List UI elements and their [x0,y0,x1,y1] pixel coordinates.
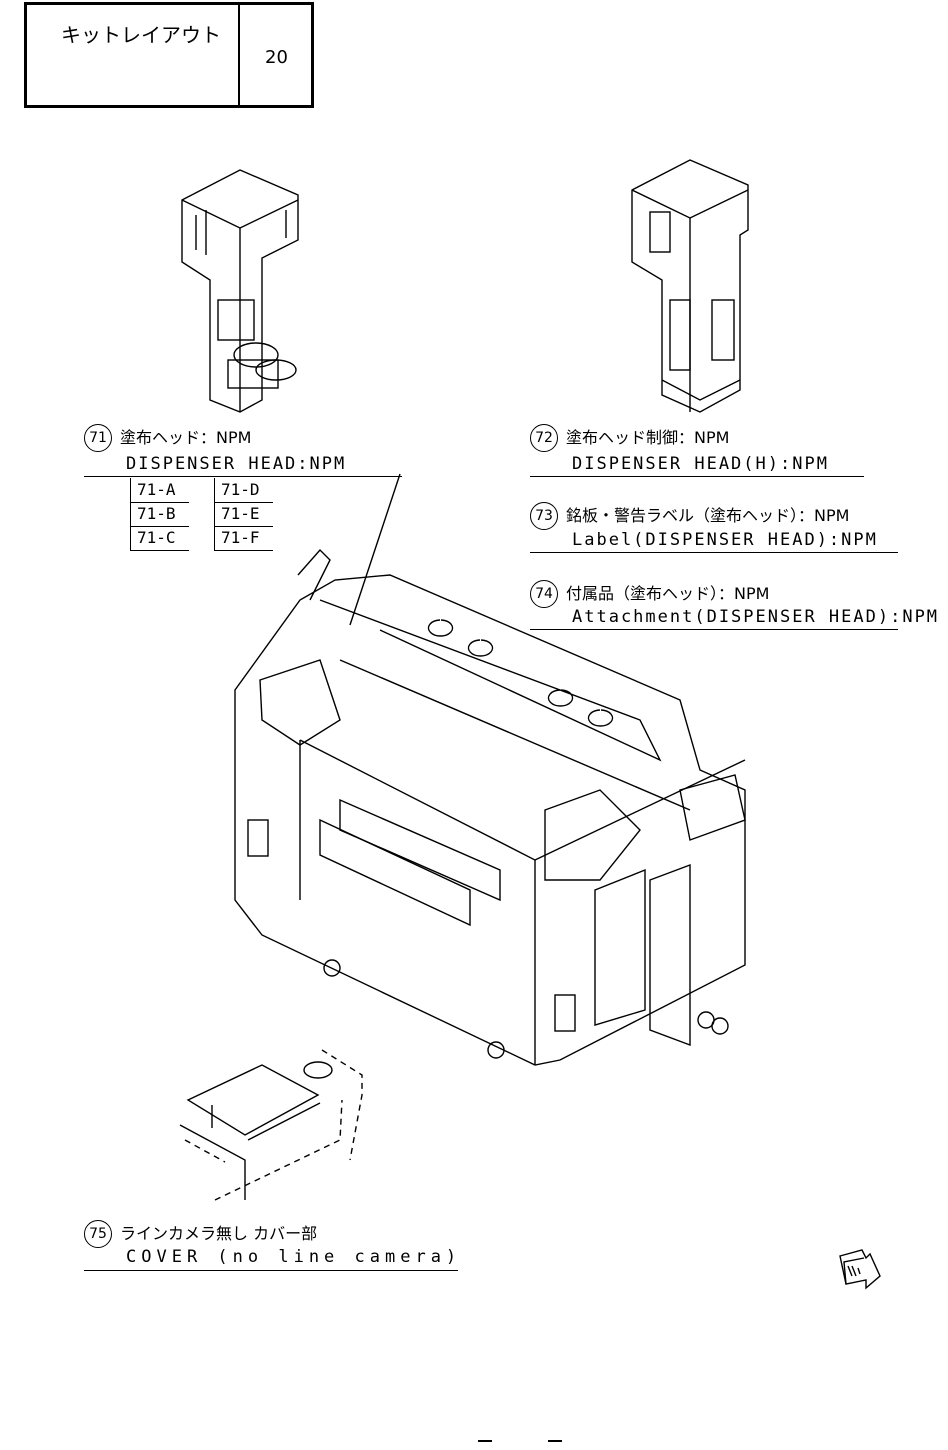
variant-cell: 71-C [130,526,189,551]
item-73-number: 73 [530,502,558,530]
item-74-en: Attachment(DISPENSER HEAD):NPM [572,607,939,627]
item-73-en: Label(DISPENSER HEAD):NPM [572,530,878,550]
item-75-en: COVER (no line camera) [126,1247,461,1267]
item-72-number: 72 [530,424,558,452]
item-75-number: 75 [84,1220,112,1248]
item-75-underline [84,1270,458,1271]
cover-75-drawing [180,1050,362,1200]
item-73-underline [530,552,898,553]
variant-cell: 71-D [214,478,273,503]
item-75-label: 75 ラインカメラ無し カバー部 [84,1220,317,1248]
fwd-arrow-icon[interactable] [836,1246,884,1292]
item-72-jp: 塗布ヘッド制御：NPM [566,428,729,447]
item-73-label: 73 銘板・警告ラベル（塗布ヘッド）：NPM [530,502,849,530]
main-machine-drawing [235,550,745,1065]
item-72-underline [530,476,864,477]
variant-cell: 71-A [130,478,189,503]
item-71-label: 71 塗布ヘッド：NPM [84,424,251,452]
dispenser-head-72-drawing [632,160,748,412]
page-marks [0,1436,948,1446]
item-74-number: 74 [530,580,558,608]
item-72-en: DISPENSER HEAD(H):NPM [572,454,829,474]
item-72-label: 72 塗布ヘッド制御：NPM [530,424,729,452]
dispenser-head-71-drawing [182,170,298,412]
item-71-number: 71 [84,424,112,452]
item-74-underline [530,629,898,630]
leader-line [350,474,400,625]
item-71-underline [84,476,402,477]
item-74-jp: 付属品（塗布ヘッド）：NPM [566,584,769,603]
item-71-en: DISPENSER HEAD:NPM [126,454,346,474]
variant-cell: 71-E [214,502,273,527]
variant-cell: 71-F [214,526,273,551]
item-73-jp: 銘板・警告ラベル（塗布ヘッド）：NPM [566,506,849,525]
item-75-jp: ラインカメラ無し カバー部 [120,1224,317,1243]
variant-cell: 71-B [130,502,189,527]
item-71-jp: 塗布ヘッド：NPM [120,428,251,447]
item-74-label: 74 付属品（塗布ヘッド）：NPM [530,580,769,608]
